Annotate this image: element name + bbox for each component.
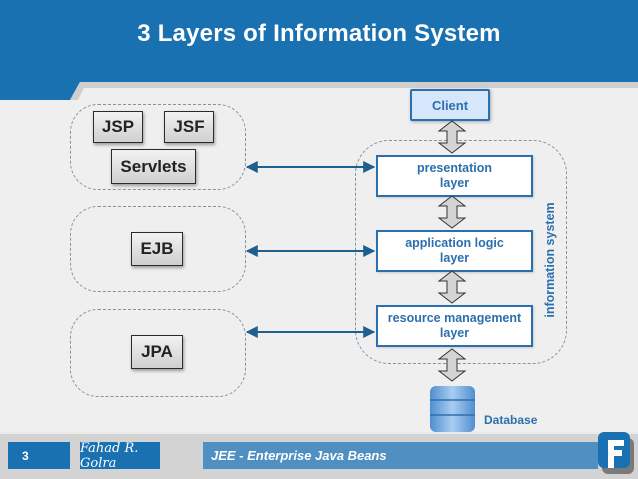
application-resource-double-arrow	[437, 270, 467, 304]
database-label: Database	[484, 413, 538, 427]
jpa-box: JPA	[131, 335, 183, 369]
servlets-box: Servlets	[111, 149, 196, 184]
layer-line1: application logic	[405, 236, 504, 250]
layer-line2: layer	[439, 326, 470, 340]
persistence-tier-group	[70, 309, 246, 397]
slide-title: 3 Layers of Information System	[137, 20, 501, 47]
ejb-box: EJB	[131, 232, 183, 266]
business-tier-group	[70, 206, 246, 292]
author-name: Fahad R. Golra	[80, 441, 160, 471]
layer-line1: presentation	[416, 161, 492, 175]
resource-management-layer-box: resource management layer	[376, 305, 533, 347]
f-logo-icon	[598, 432, 634, 474]
layer-line2: layer	[439, 251, 470, 265]
jsp-box: JSP	[93, 111, 143, 143]
layer-line1: resource management	[387, 311, 522, 325]
header-edge	[0, 72, 638, 100]
slide-number: 3	[8, 442, 70, 469]
presentation-application-double-arrow	[437, 195, 467, 229]
course-title: JEE - Enterprise Java Beans	[203, 442, 598, 469]
layer-line2: layer	[439, 176, 470, 190]
presentation-layer-box: presentation layer	[376, 155, 533, 197]
application-logic-layer-box: application logic layer	[376, 230, 533, 272]
resource-database-double-arrow	[437, 348, 467, 382]
header-bar	[0, 0, 638, 72]
client-presentation-double-arrow	[437, 120, 467, 154]
web-tier-group	[70, 104, 246, 190]
jsf-box: JSF	[164, 111, 214, 143]
database-icon	[430, 386, 475, 432]
client-box: Client	[410, 89, 490, 121]
